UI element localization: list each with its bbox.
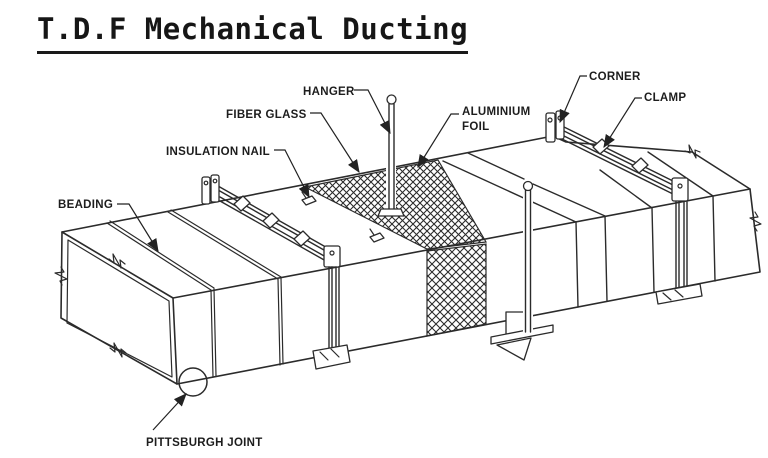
leader-clamp bbox=[603, 97, 642, 149]
label-pittsburgh-joint: PITTSBURGH JOINT bbox=[146, 437, 263, 449]
leader-pittsburgh bbox=[152, 393, 187, 431]
label-foil: FOIL bbox=[462, 121, 489, 133]
flange-foot bbox=[312, 344, 351, 370]
leader-beading bbox=[117, 203, 159, 253]
fiberglass-hatch-front bbox=[426, 243, 487, 337]
leader-hanger bbox=[354, 89, 391, 135]
corner-plate bbox=[671, 177, 689, 202]
clamp bbox=[233, 195, 251, 212]
label-corner: CORNER bbox=[589, 71, 641, 83]
tdf-flange-left bbox=[201, 174, 351, 370]
clamp bbox=[631, 157, 649, 174]
leader-aluminium-foil bbox=[417, 113, 459, 169]
label-beading: BEADING bbox=[58, 199, 113, 211]
duct-open-end-inset bbox=[66, 239, 173, 378]
leader-corner bbox=[559, 75, 587, 124]
part-labels: BEADING HANGER FIBER GLASS INSULATION NA… bbox=[58, 71, 686, 449]
pittsburgh-joint-circle bbox=[178, 367, 208, 397]
label-insulation-nail: INSULATION NAIL bbox=[166, 146, 270, 158]
hanger-rod-cap bbox=[522, 180, 534, 192]
hanger-rod-foot bbox=[377, 208, 405, 217]
insulation-nail-glyph bbox=[369, 232, 385, 243]
bracket-gusset bbox=[496, 337, 532, 361]
label-fiber-glass: FIBER GLASS bbox=[226, 109, 307, 121]
hanger-rod-top bbox=[377, 94, 405, 217]
tdf-flange-right bbox=[545, 110, 703, 305]
duct-seam-lines bbox=[442, 151, 716, 308]
clamp bbox=[262, 212, 280, 229]
page-title: T.D.F Mechanical Ducting bbox=[37, 12, 469, 54]
corner-plate bbox=[545, 112, 556, 143]
insulation-nail-glyph bbox=[301, 195, 317, 206]
leader-lines bbox=[117, 75, 642, 431]
label-clamp: CLAMP bbox=[644, 92, 686, 104]
clamp bbox=[293, 230, 311, 247]
hanger-rod-right bbox=[490, 180, 554, 361]
label-aluminium: ALUMINIUM bbox=[462, 106, 531, 118]
beading-seams bbox=[106, 209, 284, 378]
break-marks bbox=[54, 144, 762, 358]
corner-plate bbox=[323, 245, 341, 268]
hanger-rod-cap bbox=[386, 94, 397, 105]
leader-fiber-glass bbox=[310, 112, 360, 174]
label-hanger: HANGER bbox=[303, 86, 355, 98]
leader-insulation-nail bbox=[274, 149, 310, 199]
